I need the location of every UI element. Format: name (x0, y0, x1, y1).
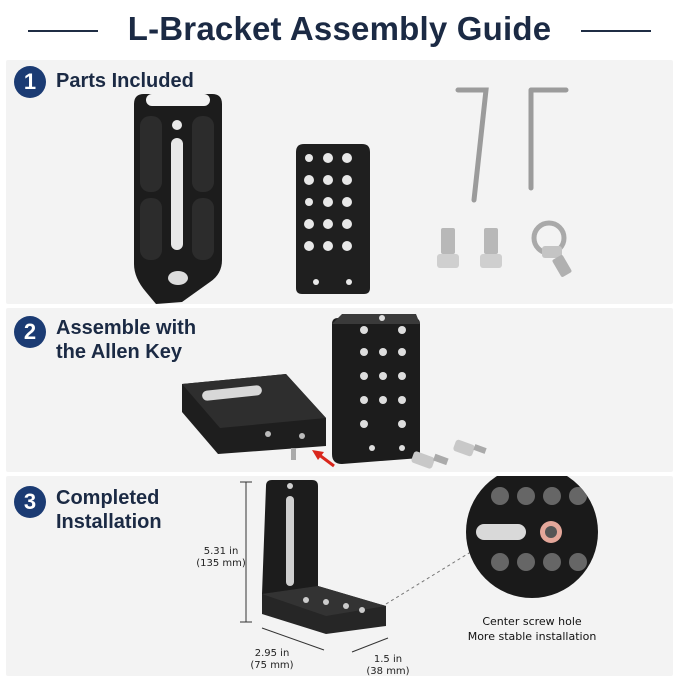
d-ring-screw-part (531, 220, 572, 277)
height-in: 5.31 in (203, 546, 239, 557)
center-hole-zoom (466, 476, 598, 598)
loose-screw-1 (411, 451, 449, 469)
allen-key-1-part (455, 87, 489, 203)
step-2-badge: 2 (14, 316, 46, 348)
depth-dimension-label: 1.5 in (38 mm) (362, 654, 414, 676)
parts-illustration (134, 87, 572, 304)
hex-screw-2-part (480, 228, 502, 268)
completed-bracket-illustration (240, 476, 598, 653)
step-3-panel: 3 Completed Installation (6, 476, 673, 676)
step-3-badge: 3 (14, 486, 46, 518)
depth-mm: (38 mm) (366, 666, 410, 676)
horizontal-plate (182, 374, 326, 460)
height-dimension-label: 5.31 in (135 mm) (196, 546, 246, 570)
step-3-header: 3 Completed Installation (14, 486, 162, 534)
depth-dimension-line (351, 637, 389, 653)
height-dimension-line (240, 481, 252, 623)
page-header: L-Bracket Assembly Guide (0, 0, 679, 58)
step-1-title: Parts Included (56, 70, 194, 92)
width-in: 2.95 in (254, 648, 290, 659)
height-mm: (135 mm) (196, 558, 246, 569)
step-2-header: 2 Assemble with the Allen Key (14, 316, 196, 364)
step-1-badge: 1 (14, 66, 46, 98)
step-2-panel: 2 Assemble with the Allen Key (6, 308, 673, 472)
upright-plate (332, 314, 420, 464)
base-plate-part (296, 144, 370, 294)
assembly-illustration (182, 314, 487, 469)
vertical-plate-part (134, 94, 222, 304)
width-mm: (75 mm) (250, 660, 294, 671)
callout-leader-line (385, 549, 475, 605)
step-2-title: Assemble with the Allen Key (56, 317, 197, 363)
title-rule-right (581, 30, 651, 32)
step-3-title: Completed Installation (56, 487, 162, 533)
allen-key-2-part (528, 87, 569, 191)
title-rule-left (28, 30, 98, 32)
caption-line-1: Center screw hole (482, 615, 582, 628)
width-dimension-label: 2.95 in (75 mm) (244, 648, 300, 672)
depth-in: 1.5 in (373, 654, 403, 665)
caption-line-2: More stable installation (467, 630, 597, 643)
red-arrow-icon (312, 450, 335, 468)
step-1-header: 1 Parts Included (14, 66, 194, 98)
step-1-panel: 1 Parts Included (6, 60, 673, 304)
center-hole-caption: Center screw hole More stable installati… (452, 614, 612, 644)
width-dimension-line (261, 627, 325, 651)
hex-screw-1-part (437, 228, 459, 268)
page-title: L-Bracket Assembly Guide (127, 10, 552, 47)
loose-screw-2 (453, 439, 487, 457)
l-bracket (262, 480, 386, 634)
